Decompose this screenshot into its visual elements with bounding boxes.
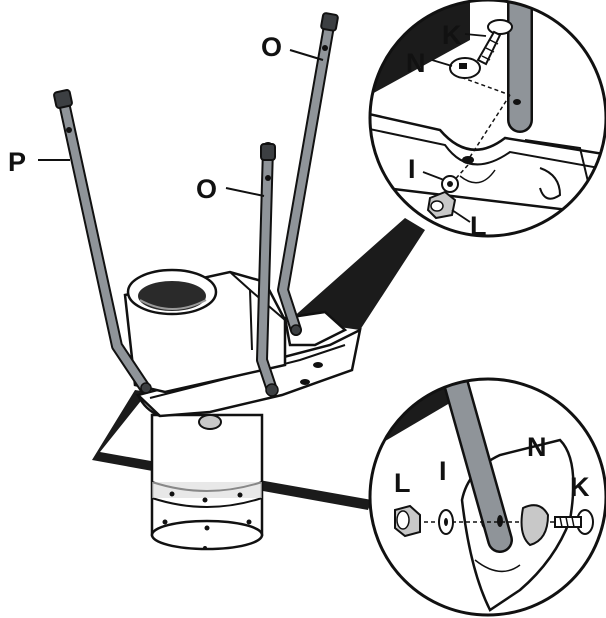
label-i-bottom: I [439, 456, 447, 486]
connector-wedge-bottom [92, 390, 372, 510]
leader-n-top [431, 59, 453, 67]
leader-o-left [225, 187, 265, 197]
washer-n-bottom [520, 504, 550, 547]
leader-o-right [289, 49, 324, 61]
washer-n-top [449, 57, 481, 79]
leg-o-left [256, 142, 279, 397]
cap-nut-l-top [426, 190, 457, 220]
leader-i-top [422, 171, 445, 181]
label-o-left: O [196, 174, 217, 204]
detail-2 [368, 377, 606, 617]
bolt-k-bottom [554, 509, 594, 535]
label-o-right: O [261, 32, 282, 62]
label-p: P [8, 147, 26, 177]
detail-1 [368, 0, 606, 238]
leg-p [53, 89, 152, 394]
leader-l-top [451, 209, 471, 223]
step-2-label: 2. [374, 389, 394, 416]
lock-washer-i-bottom [438, 509, 454, 535]
label-l-top: L [470, 211, 487, 241]
lock-washer-i-top [441, 175, 459, 193]
label-k-bottom: K [570, 472, 590, 502]
bolt-k-top [476, 19, 513, 66]
label-n-bottom: N [527, 432, 547, 462]
step-1-label: 1. [374, 24, 394, 51]
stand-assembly [123, 268, 362, 551]
label-l-bottom: L [394, 468, 411, 498]
connector-wedge-top [290, 218, 425, 330]
lower-cylinder [150, 413, 264, 551]
label-n-top: N [406, 48, 426, 78]
leader-k-top [464, 33, 487, 37]
label-i-top: I [408, 154, 416, 184]
cap-nut-l-bottom [394, 504, 421, 538]
leg-o-right [277, 12, 339, 336]
label-k-top: K [442, 20, 462, 50]
